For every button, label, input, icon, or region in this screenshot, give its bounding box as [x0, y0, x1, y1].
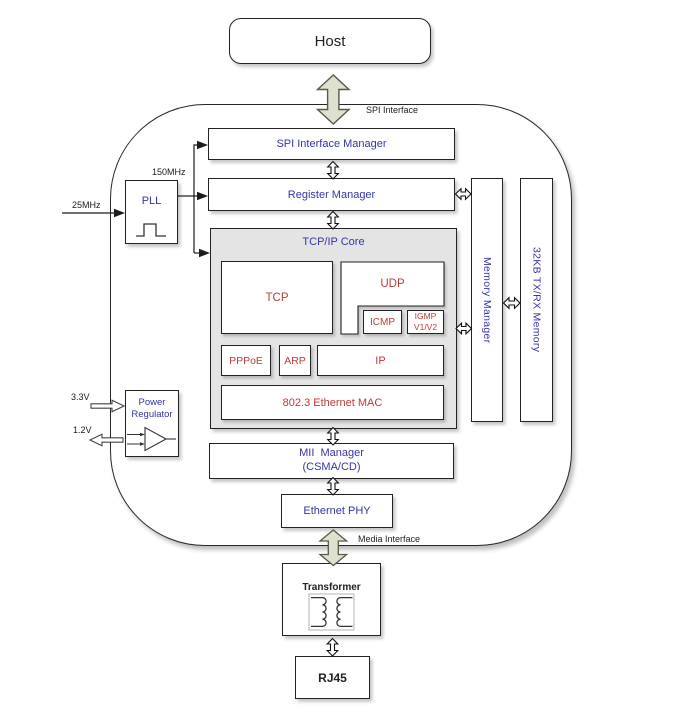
- icmp-box: ICMP: [363, 310, 402, 334]
- ethernet-phy-label: Ethernet PHY: [303, 505, 371, 517]
- tcp-box: TCP: [221, 261, 333, 334]
- pll-box: PLL: [125, 180, 178, 244]
- transformer-box: Transformer: [282, 563, 381, 636]
- spi-interface-label: SPI Interface: [366, 105, 419, 115]
- tcp-label: TCP: [265, 291, 289, 304]
- pppoe-box: PPPoE: [221, 345, 271, 376]
- host-box: Host: [229, 18, 431, 64]
- spi-interface-manager-label: SPI Interface Manager: [276, 138, 387, 150]
- power-33v-label: 3.3V: [71, 392, 90, 402]
- memory-manager-box: Memory Manager: [471, 178, 503, 422]
- transformer-label: Transformer: [302, 582, 361, 593]
- spi-interface-manager-box: SPI Interface Manager: [208, 128, 455, 160]
- power-12v-label: 1.2V: [73, 425, 92, 435]
- igmp-box: IGMP V1/V2: [407, 310, 444, 334]
- ethernet-mac-label: 802.3 Ethernet MAC: [282, 396, 383, 409]
- pll-label: PLL: [141, 195, 162, 207]
- register-manager-box: Register Manager: [208, 178, 455, 211]
- power-regulator-box: Power Regulator: [125, 390, 179, 457]
- pll-150mhz-label: 150MHz: [152, 167, 186, 177]
- register-manager-label: Register Manager: [287, 188, 376, 201]
- mii-manager-box: MII Manager (CSMA/CD): [209, 443, 454, 479]
- icmp-label: ICMP: [370, 316, 395, 328]
- ip-label: IP: [375, 354, 386, 367]
- arp-box: ARP: [279, 345, 311, 376]
- pll-25mhz-label: 25MHz: [72, 200, 101, 210]
- udp-label-holder: UDP: [341, 262, 444, 306]
- arp-label: ARP: [284, 354, 306, 367]
- pppoe-label: PPPoE: [229, 354, 263, 367]
- ethernet-mac-box: 802.3 Ethernet MAC: [221, 385, 444, 420]
- tcpip-core-title: TCP/IP Core: [302, 236, 365, 248]
- ethernet-phy-box: Ethernet PHY: [281, 494, 393, 528]
- memory-manager-label: Memory Manager: [481, 256, 493, 344]
- udp-label: UDP: [380, 278, 405, 290]
- rj45-box: RJ45: [295, 656, 370, 699]
- txrx-memory-box: 32KB TX/RX Memory: [520, 178, 553, 422]
- mii-manager-label: MII Manager (CSMA/CD): [299, 447, 364, 473]
- txrx-memory-label: 32KB TX/RX Memory: [530, 247, 543, 353]
- media-interface-label: Media Interface: [358, 534, 421, 544]
- power-regulator-label: Power Regulator: [131, 397, 173, 420]
- host-label: Host: [314, 32, 346, 50]
- igmp-label: IGMP V1/V2: [413, 311, 438, 332]
- ip-box: IP: [317, 345, 444, 376]
- rj45-label: RJ45: [318, 670, 347, 685]
- transformer-rj45-arrow-icon: [325, 637, 340, 657]
